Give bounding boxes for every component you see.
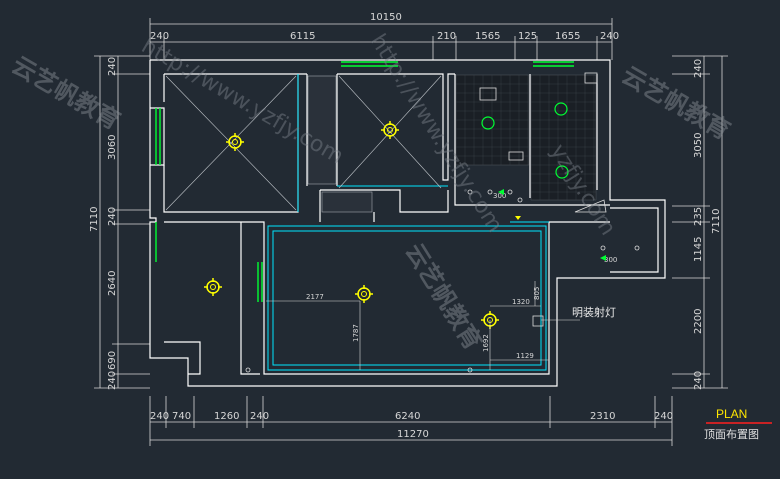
dim-bottom-2: 740 <box>172 411 191 422</box>
dim-top-5: 125 <box>518 31 537 42</box>
dim-bottom-6: 2310 <box>590 411 615 422</box>
outlet-fixture <box>508 151 524 161</box>
ceiling-lamp-1 <box>226 133 244 151</box>
dim-right-2: 3050 <box>693 133 704 158</box>
top-dimensions <box>149 18 613 60</box>
dim-1787: 1787 <box>352 324 360 342</box>
dim-805: 805 <box>533 287 541 300</box>
ceiling-lamp-3 <box>204 278 222 296</box>
windows <box>155 61 574 302</box>
dim-300a: 300 <box>493 192 506 200</box>
level-arrow-1 <box>498 189 504 195</box>
ceiling-lamps <box>204 121 499 329</box>
dim-left-4: 2640 <box>107 271 118 296</box>
dim-bottom-5: 6240 <box>395 411 420 422</box>
dim-2177: 2177 <box>306 293 324 301</box>
dim-left-1: 240 <box>107 57 118 76</box>
watermark-cn: 云艺帆教育 <box>400 238 487 355</box>
spotlight-symbol <box>532 315 544 327</box>
dim-left-5: 690 <box>107 351 118 370</box>
dim-right-6: 240 <box>693 371 704 390</box>
dim-top-2: 6115 <box>290 31 315 42</box>
dim-bottom-1: 240 <box>150 411 169 422</box>
spotlight-annotation: 明装射灯 <box>572 305 616 319</box>
wardrobe <box>307 75 373 213</box>
downlight-1 <box>481 116 495 130</box>
dim-bottom-4: 240 <box>250 411 269 422</box>
dim-bottom-total: 11270 <box>397 429 429 440</box>
ceiling-outlines <box>267 74 549 371</box>
bathroom-fixtures <box>479 72 607 213</box>
spot-lights <box>245 189 640 373</box>
dim-1129: 1129 <box>516 352 534 360</box>
downlight-2 <box>554 102 568 116</box>
dim-top-6: 1655 <box>555 31 580 42</box>
dim-1320: 1320 <box>512 298 530 306</box>
level-arrow-3 <box>515 216 521 220</box>
dim-1692: 1692 <box>482 334 490 352</box>
dim-bottom-3: 1260 <box>214 411 239 422</box>
dim-300b: 300 <box>604 256 617 264</box>
dim-right-1: 240 <box>693 59 704 78</box>
dim-left-3: 240 <box>107 207 118 226</box>
dim-top-4: 1565 <box>475 31 500 42</box>
dim-right-total: 7110 <box>711 209 722 234</box>
dim-left-2: 3060 <box>107 135 118 160</box>
plan-title: PLAN <box>716 407 747 421</box>
level-arrow-2 <box>600 255 606 261</box>
dim-left-total: 7110 <box>89 207 100 232</box>
dim-top-3: 210 <box>437 31 456 42</box>
vent-fixture <box>479 87 497 101</box>
dim-left-6: 240 <box>107 371 118 390</box>
dim-top-total: 10150 <box>370 12 402 23</box>
tile-grid <box>456 75 596 200</box>
ceiling-lamp-4 <box>355 285 373 303</box>
downlight-3 <box>555 165 569 179</box>
right-dimensions <box>672 55 728 389</box>
dim-right-5: 2200 <box>693 309 704 334</box>
ceiling-lamp-2 <box>381 121 399 139</box>
dim-top-7: 240 <box>600 31 619 42</box>
watermark-cn-3: 云艺帆教育 <box>617 61 735 145</box>
plan-subtitle: 顶面布置图 <box>704 428 759 441</box>
dim-right-4: 1145 <box>693 237 704 262</box>
dim-top-1: 240 <box>150 31 169 42</box>
inner-dimensions <box>266 281 580 370</box>
bottom-dimensions <box>149 396 673 446</box>
dim-bottom-7: 240 <box>654 411 673 422</box>
left-dimensions <box>94 55 150 389</box>
walls <box>149 59 666 387</box>
dim-right-3: 235 <box>693 207 704 226</box>
